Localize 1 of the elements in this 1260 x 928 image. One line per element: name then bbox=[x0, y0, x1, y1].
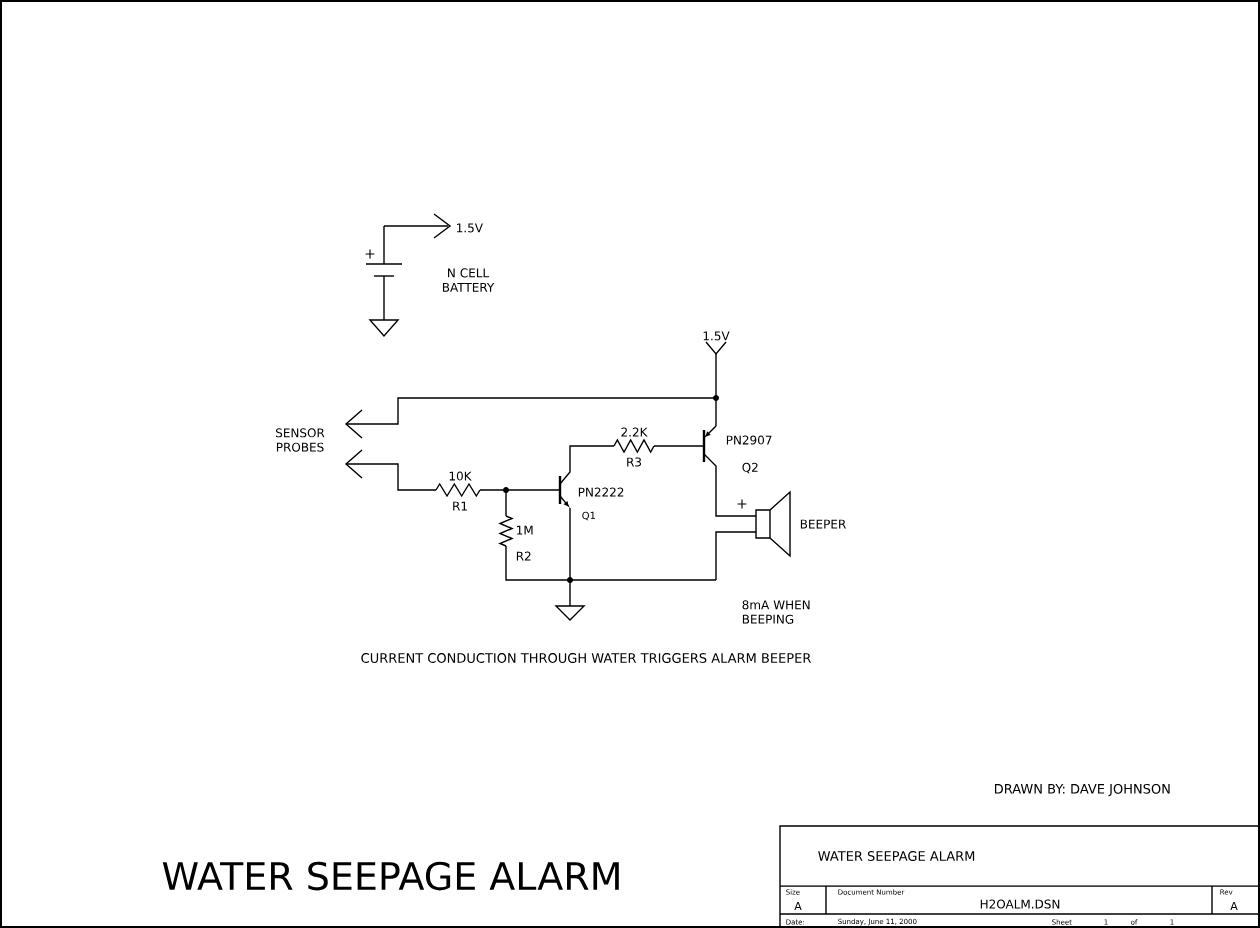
diagram-title: WATER SEEPAGE ALARM bbox=[162, 861, 619, 891]
